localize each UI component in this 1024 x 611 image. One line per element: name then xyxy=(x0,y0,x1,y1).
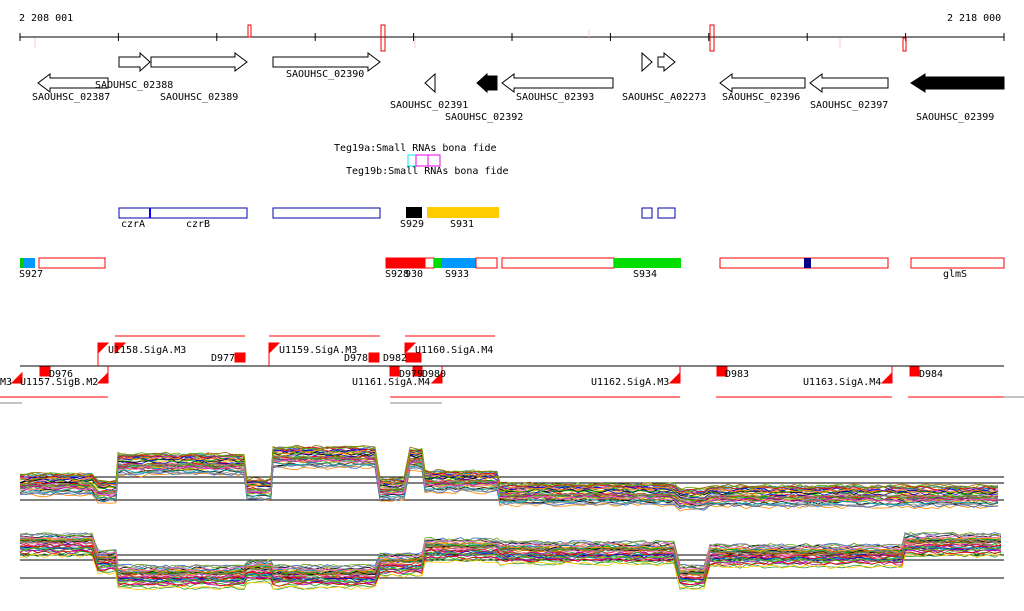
expression-trace xyxy=(19,449,999,495)
tu-label[interactable]: D977 xyxy=(211,353,236,364)
expression-trace xyxy=(19,454,999,502)
expression-trace xyxy=(19,465,999,512)
feature-label: S929 xyxy=(400,219,425,230)
gene-label[interactable]: SAOUHSC_02387 xyxy=(32,92,111,103)
expression-trace xyxy=(19,549,1002,587)
feature-czr[interactable] xyxy=(118,207,248,219)
gene-label[interactable]: SAOUHSC_02388 xyxy=(95,80,174,91)
expression-trace xyxy=(19,445,999,491)
expression-trace xyxy=(19,536,1002,574)
gene-arrow-02393[interactable] xyxy=(501,73,614,93)
expression-trace xyxy=(19,451,999,497)
tu-label[interactable]: U1161.SigA.M4 xyxy=(352,377,431,388)
expression-trace xyxy=(19,549,1002,587)
expression-trace xyxy=(19,454,999,502)
feature-label: S927 xyxy=(19,269,44,280)
gene-label[interactable]: SAOUHSC_02396 xyxy=(722,92,801,103)
gene-arrow-02392[interactable] xyxy=(476,72,498,94)
ruler-end: 2 218 000 xyxy=(947,13,1002,24)
srna-boxes[interactable] xyxy=(407,154,441,167)
feature-label: S934 xyxy=(633,269,658,280)
tu-label[interactable]: D978 xyxy=(344,353,369,364)
tu-track xyxy=(0,335,1024,398)
tu-label[interactable]: U1162.SigA.M3 xyxy=(591,377,670,388)
expression-trace xyxy=(19,546,1002,584)
gene-arrow-02396[interactable] xyxy=(719,73,806,93)
ruler-markers xyxy=(34,24,907,52)
gene-arrow-02390[interactable] xyxy=(272,52,381,72)
gene-arrow-02399[interactable] xyxy=(910,73,1005,93)
expression-trace xyxy=(19,534,1002,572)
feature-label: czrA xyxy=(121,219,146,230)
gene-label[interactable]: SAOUHSC_02390 xyxy=(286,69,365,80)
expression-trace xyxy=(19,553,1002,591)
feature-s929[interactable] xyxy=(406,207,422,218)
feature-label: 930 xyxy=(405,269,424,280)
expression-trace xyxy=(19,531,1002,569)
gene-arrow-02388[interactable] xyxy=(118,51,151,73)
gene-label[interactable]: SAOUHSC_02389 xyxy=(160,92,239,103)
tu-label[interactable]: D983 xyxy=(725,369,750,380)
expression-trace xyxy=(19,450,999,498)
srna-label[interactable]: Teg19b:Small RNAs bona fide xyxy=(346,166,509,177)
srna-label[interactable]: Teg19a:Small RNAs bona fide xyxy=(334,143,497,154)
feature-glms[interactable] xyxy=(910,257,1005,269)
expression-trace xyxy=(19,532,1001,570)
ruler xyxy=(19,33,1005,41)
expression-trace xyxy=(19,461,999,508)
gene-label[interactable]: SAOUHSC_02399 xyxy=(916,112,995,123)
gene-arrow-02389[interactable] xyxy=(150,52,248,72)
tu-label[interactable]: D980 xyxy=(422,369,447,380)
expression-trace xyxy=(19,539,1002,576)
gene-label[interactable]: SAOUHSC_02391 xyxy=(390,100,469,111)
feature-s934[interactable] xyxy=(614,258,681,268)
gene-arrow-02391[interactable] xyxy=(424,72,436,94)
feature-s928[interactable] xyxy=(385,257,426,269)
expression-trace xyxy=(19,547,1002,585)
feature-label: glmS xyxy=(943,269,968,280)
tu-label[interactable]: D976 xyxy=(49,369,74,380)
feature-label: S933 xyxy=(445,269,470,280)
feature-label: S931 xyxy=(450,219,475,230)
tu-label[interactable]: U1159.SigA.M3 xyxy=(279,345,358,356)
feature-s933[interactable] xyxy=(441,258,476,268)
gene-arrow-a02273a[interactable] xyxy=(641,51,653,73)
tu-label[interactable]: M3 xyxy=(0,377,13,388)
feature-box[interactable] xyxy=(272,207,381,219)
gene-label[interactable]: SAOUHSC_02393 xyxy=(516,92,595,103)
feature-s927[interactable] xyxy=(38,257,106,269)
gene-label[interactable]: SAOUHSC_A02273 xyxy=(622,92,707,103)
feature-label: czrB xyxy=(186,219,211,230)
tu-label[interactable]: D979 xyxy=(399,369,424,380)
tu-label[interactable]: D984 xyxy=(919,369,944,380)
gene-label[interactable]: SAOUHSC_02392 xyxy=(445,112,524,123)
tu-label[interactable]: D982 xyxy=(383,353,408,364)
expression-trace xyxy=(19,545,1002,583)
tu-label[interactable]: U1158.SigA.M3 xyxy=(108,345,187,356)
gene-arrow-02387[interactable] xyxy=(37,73,109,93)
expression-trace xyxy=(19,539,1002,576)
ruler-start: 2 208 001 xyxy=(19,13,74,24)
gene-arrow-02397[interactable] xyxy=(809,73,889,93)
tu-label[interactable]: U1163.SigA.M4 xyxy=(803,377,882,388)
expression-trace xyxy=(19,458,999,506)
expression-plots xyxy=(19,444,1004,591)
feature-label: S928 xyxy=(385,269,410,280)
expression-trace xyxy=(19,543,1002,580)
gene-arrow-a02273b[interactable] xyxy=(657,51,676,73)
tu-label[interactable]: U1160.SigA.M4 xyxy=(415,345,494,356)
feature-s931[interactable] xyxy=(427,207,499,218)
gene-label[interactable]: SAOUHSC_02397 xyxy=(810,100,889,111)
tu-label[interactable]: U1157.SigB.M2 xyxy=(20,377,99,388)
